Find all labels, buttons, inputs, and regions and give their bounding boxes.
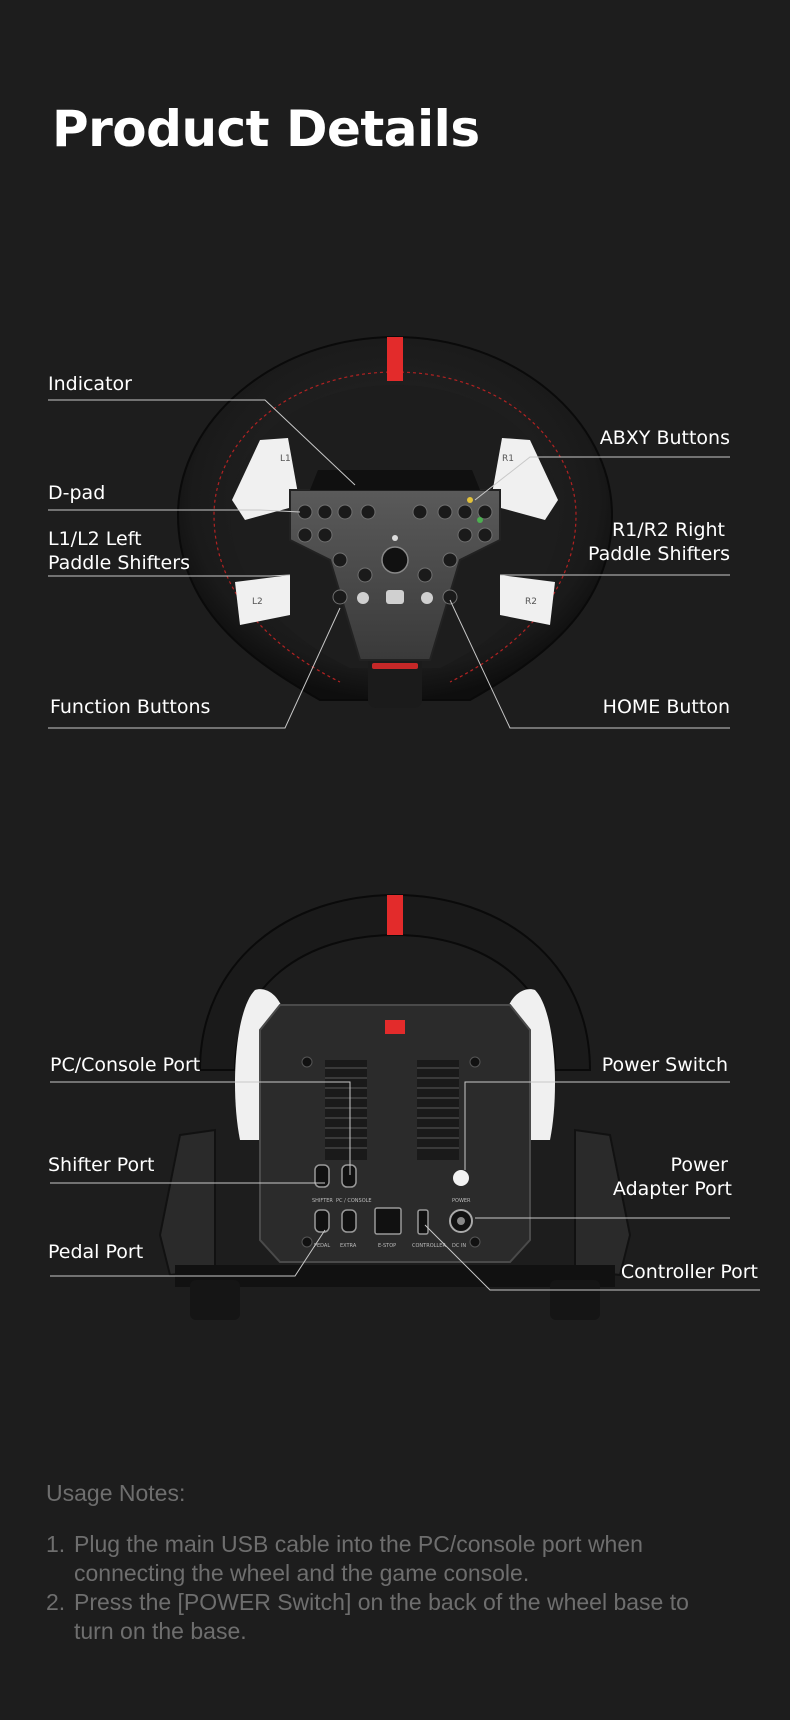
wheel-back-illustration: SHIFTER PC / CONSOLE PEDAL EXTRA E-STOP … bbox=[50, 893, 760, 1320]
wheel-front-illustration: L1 R1 L2 R2 bbox=[48, 335, 730, 729]
port-label-controller: CONTROLLER bbox=[412, 1243, 446, 1249]
usage-note-number: 1. bbox=[46, 1531, 66, 1557]
usage-note-text: Press the [POWER Switch] on the back of … bbox=[74, 1589, 689, 1644]
port-label-power: POWER bbox=[452, 1198, 471, 1204]
callout-function-buttons: Function Buttons bbox=[50, 696, 211, 718]
paddle-label-r1: R1 bbox=[502, 454, 514, 464]
callout-pedal-port: Pedal Port bbox=[48, 1241, 144, 1263]
callout-power-adapter-line2: Adapter Port bbox=[612, 1178, 732, 1200]
callout-abxy: ABXY Buttons bbox=[599, 427, 730, 449]
usage-notes-title: Usage Notes: bbox=[46, 1480, 186, 1506]
port-label-extra: EXTRA bbox=[340, 1243, 357, 1249]
home-button-shape bbox=[381, 546, 409, 574]
usage-note-item: 1. Plug the main USB cable into the PC/c… bbox=[46, 1530, 726, 1588]
paddle-label-r2: R2 bbox=[525, 597, 537, 607]
paddle-r1 bbox=[490, 438, 558, 520]
callout-indicator: Indicator bbox=[48, 373, 132, 395]
power-switch-shape bbox=[453, 1170, 469, 1186]
callout-r1r2-line1: R1/R2 Right bbox=[611, 519, 725, 541]
paddle-l2 bbox=[235, 575, 290, 625]
callout-power-adapter-line1: Power bbox=[670, 1154, 728, 1176]
paddle-label-l1: L1 bbox=[280, 454, 291, 464]
paddle-label-l2: L2 bbox=[252, 597, 263, 607]
usage-notes-list: 1. Plug the main USB cable into the PC/c… bbox=[46, 1530, 726, 1646]
callout-r1r2-line2: Paddle Shifters bbox=[588, 543, 730, 565]
callout-l1l2-line1: L1/L2 Left bbox=[48, 528, 142, 550]
callout-home: HOME Button bbox=[602, 696, 730, 718]
page-title: Product Details bbox=[52, 100, 480, 158]
usage-note-number: 2. bbox=[46, 1589, 66, 1615]
port-label-dc-in: DC IN bbox=[452, 1243, 466, 1249]
paddle-r2 bbox=[500, 575, 555, 625]
port-label-shifter: SHIFTER bbox=[312, 1198, 333, 1204]
port-label-pc-console: PC / CONSOLE bbox=[336, 1198, 372, 1204]
center-hub bbox=[289, 489, 501, 661]
port-label-pedal: PEDAL bbox=[314, 1243, 330, 1249]
port-label-estop: E-STOP bbox=[378, 1243, 396, 1249]
usage-note-item: 2. Press the [POWER Switch] on the back … bbox=[46, 1588, 726, 1646]
top-center-marker bbox=[387, 337, 403, 381]
usage-note-text: Plug the main USB cable into the PC/cons… bbox=[74, 1531, 643, 1586]
callout-pc-console-port: PC/Console Port bbox=[50, 1054, 201, 1076]
callout-dpad: D-pad bbox=[48, 482, 106, 504]
callout-l1l2-line2: Paddle Shifters bbox=[48, 552, 190, 574]
callout-shifter-port: Shifter Port bbox=[48, 1154, 155, 1176]
paddle-l1 bbox=[232, 438, 300, 520]
callout-controller-port: Controller Port bbox=[620, 1261, 758, 1283]
callout-power-switch: Power Switch bbox=[601, 1054, 728, 1076]
